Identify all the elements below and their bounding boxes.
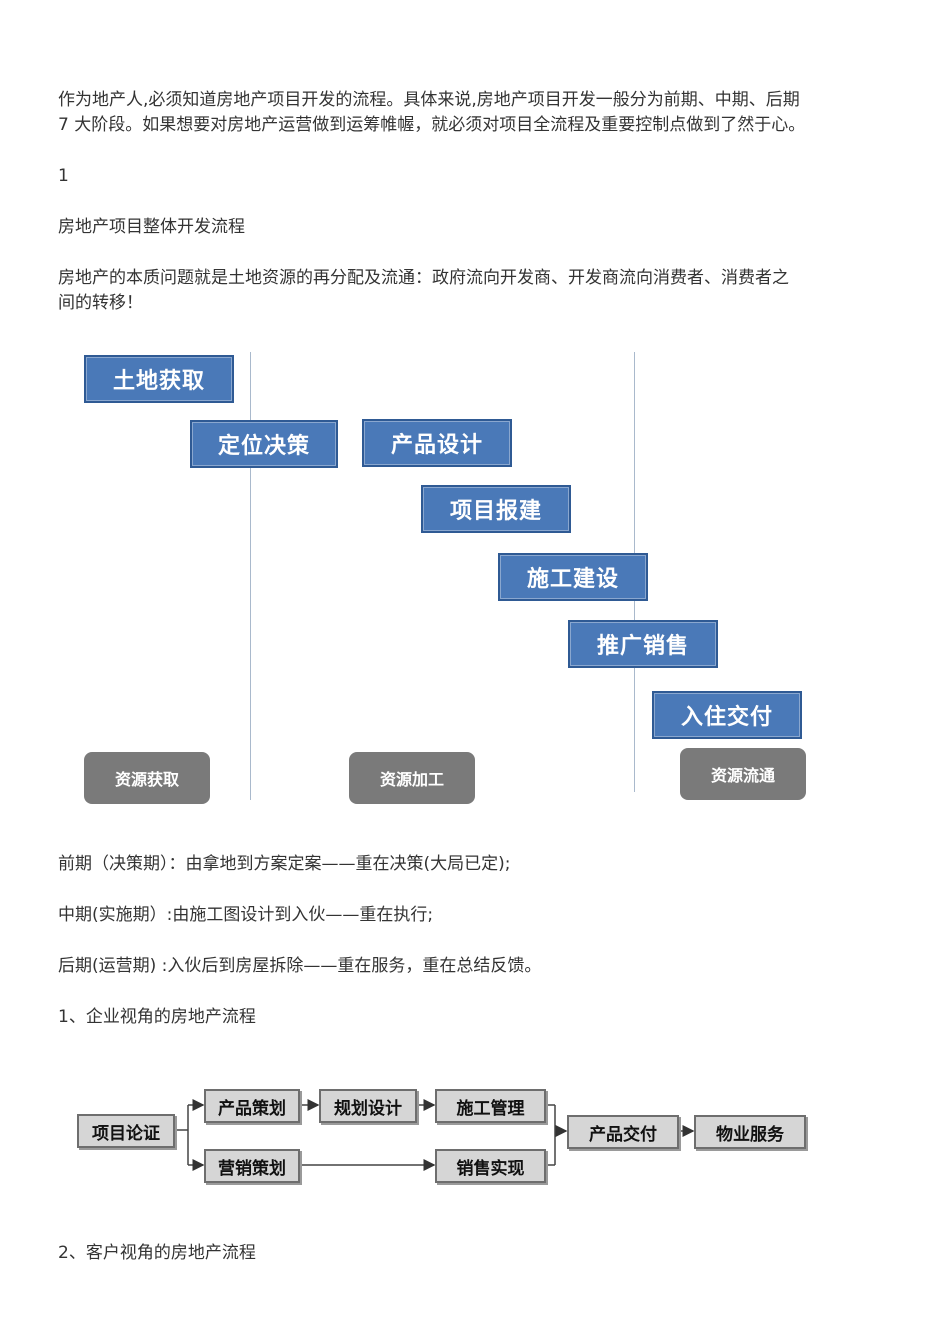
heading-customer-flow: 2、客户视角的房地产流程: [58, 1243, 256, 1263]
intro-line-2: 7 大阶段。如果想要对房地产运营做到运筹帷幄，就必须对项目全流程及重要控制点做到…: [58, 115, 806, 135]
flow-project-evaluation: 项目论证: [77, 1114, 175, 1148]
flow-construction-management: 施工管理: [435, 1089, 546, 1123]
intro-line-1: 作为地产人,必须知道房地产项目开发的流程。具体来说,房地产项目开发一般分为前期、…: [58, 90, 800, 110]
section-number: 1: [58, 166, 69, 186]
phase-resource-processing: 资源加工: [349, 752, 475, 804]
flow-property-service: 物业服务: [694, 1115, 806, 1149]
stage-positioning-decision: 定位决策: [190, 420, 338, 468]
phase-divider-1: [250, 352, 251, 800]
flow-product-planning: 产品策划: [204, 1089, 300, 1123]
flow-product-delivery: 产品交付: [567, 1115, 679, 1149]
stage-land-acquisition: 土地获取: [84, 355, 234, 403]
section-title: 房地产项目整体开发流程: [58, 217, 245, 237]
intro-paragraph: 作为地产人,必须知道房地产项目开发的流程。具体来说,房地产项目开发一般分为前期、…: [58, 88, 900, 138]
essence-line-1: 房地产的本质问题就是土地资源的再分配及流通：政府流向开发商、开发商流向消费者、消…: [58, 268, 789, 288]
essence-paragraph: 房地产的本质问题就是土地资源的再分配及流通：政府流向开发商、开发商流向消费者、消…: [58, 266, 900, 316]
stage-promotion-sales: 推广销售: [568, 620, 718, 668]
period-early: 前期（决策期）：由拿地到方案定案——重在决策(大局已定);: [58, 854, 511, 874]
stage-project-filing: 项目报建: [421, 485, 571, 533]
flow-sales-realization: 销售实现: [435, 1149, 546, 1183]
flow-marketing-planning: 营销策划: [204, 1149, 300, 1183]
stage-product-design: 产品设计: [362, 419, 512, 467]
phase-resource-circulation: 资源流通: [680, 748, 806, 800]
stage-delivery: 入住交付: [652, 691, 802, 739]
phase-resource-acquisition: 资源获取: [84, 752, 210, 804]
heading-enterprise-flow: 1、企业视角的房地产流程: [58, 1007, 256, 1027]
flow-planning-design: 规划设计: [319, 1089, 417, 1123]
period-middle: 中期(实施期）:由施工图设计到入伙——重在执行;: [58, 905, 434, 925]
period-late: 后期(运营期) :入伙后到房屋拆除——重在服务，重在总结反馈。: [58, 956, 542, 976]
essence-line-2: 间的转移！: [58, 293, 143, 313]
stage-construction: 施工建设: [498, 553, 648, 601]
